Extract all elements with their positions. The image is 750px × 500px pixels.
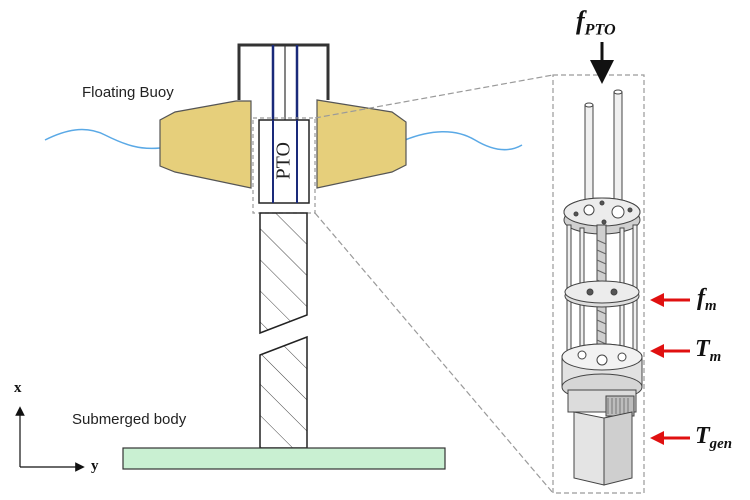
- pto-label: PTO: [272, 142, 295, 180]
- zoom-line-top: [314, 74, 554, 119]
- water-wave-right: [404, 131, 523, 151]
- zoom-line-bottom: [314, 212, 554, 494]
- red-arrows: [650, 293, 690, 445]
- submerged-body: [122, 447, 446, 470]
- f-m-label: fm: [697, 285, 717, 315]
- buoy-right: [316, 99, 407, 189]
- top-frame: [237, 43, 330, 100]
- zoom-frame: [552, 74, 645, 494]
- y-axis-label: y: [91, 458, 99, 474]
- t-gen-arrowhead: [650, 431, 664, 445]
- f-m-arrowhead: [650, 293, 664, 307]
- t-m-label: Tm: [695, 336, 722, 366]
- floating-buoy-label: Floating Buoy: [82, 84, 174, 101]
- column-lower: [259, 335, 308, 449]
- column-upper: [259, 212, 308, 335]
- t-m-arrowhead: [650, 344, 664, 358]
- pto-box: [258, 119, 310, 204]
- submerged-body-label: Submerged body: [72, 411, 187, 428]
- t-gen-label: Tgen: [695, 423, 732, 453]
- pto-dashed-box: [252, 117, 316, 214]
- pto-assembly: [561, 89, 643, 486]
- buoy-left: [159, 100, 252, 189]
- water-wave-left: [44, 128, 161, 150]
- f-pto-label: fPTO: [576, 6, 616, 39]
- x-axis-label: x: [14, 380, 22, 396]
